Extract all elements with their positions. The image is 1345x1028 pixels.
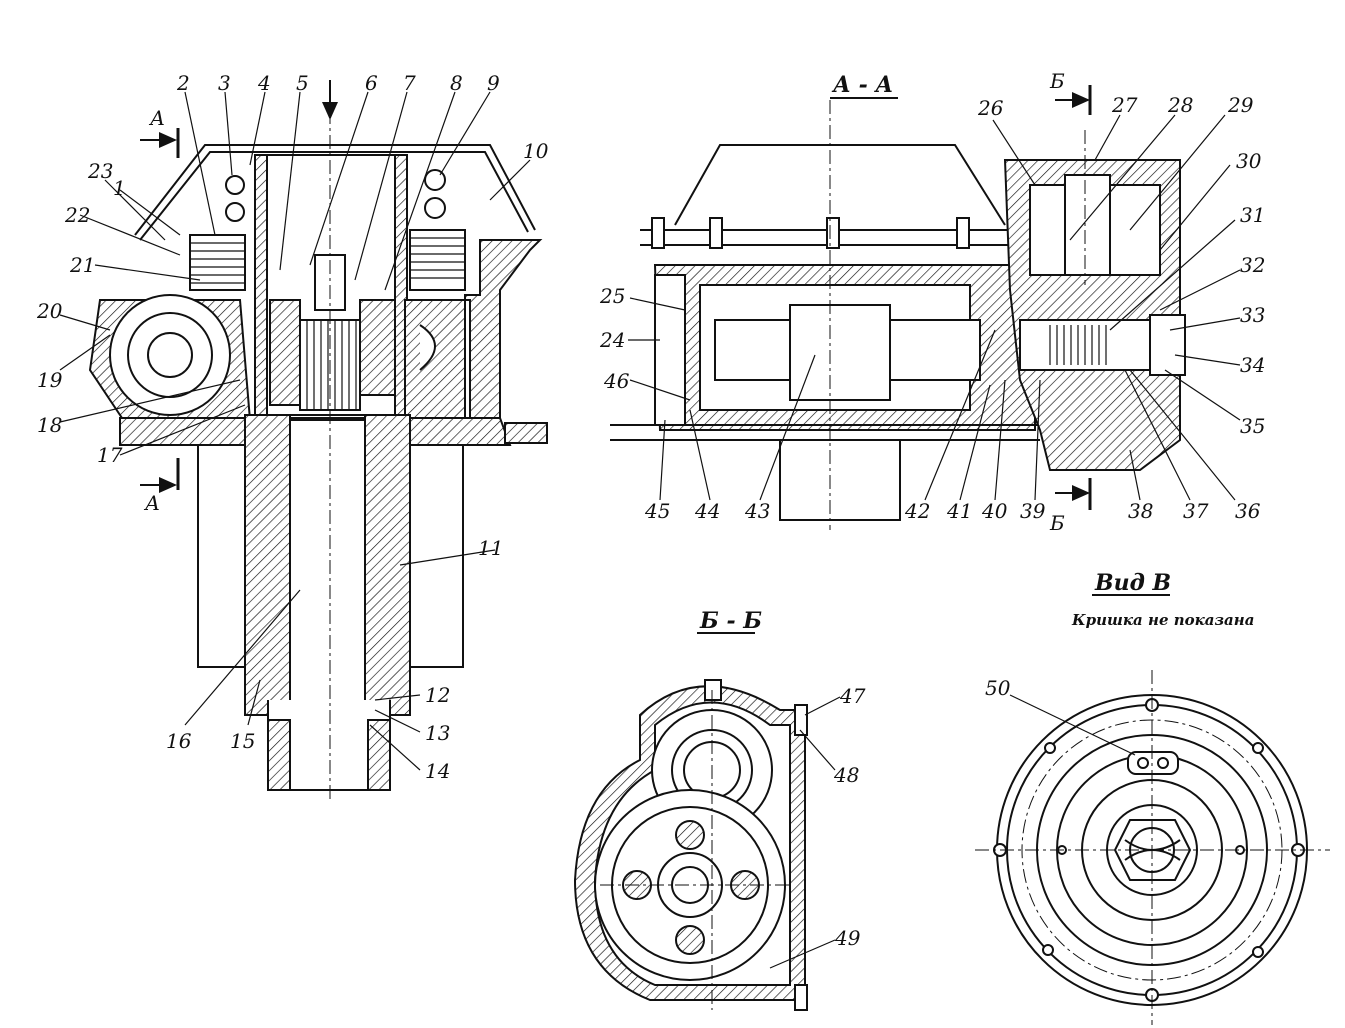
callout-45: 45 — [644, 499, 670, 523]
callout-17: 17 — [97, 443, 123, 467]
callout-22: 22 — [64, 203, 90, 227]
cut-label-b-top: Б — [1049, 69, 1065, 93]
callout-23: 23 — [87, 159, 113, 183]
callout-4: 4 — [257, 71, 271, 95]
callout-43: 43 — [744, 499, 770, 523]
callout-6: 6 — [365, 71, 378, 95]
callout-21: 21 — [69, 253, 95, 277]
callout-44: 44 — [694, 499, 720, 523]
callout-11: 11 — [478, 536, 503, 560]
callout-18: 18 — [37, 413, 62, 437]
leaders-aa — [628, 114, 1241, 501]
callout-numbers: 1 2 3 4 5 6 7 8 9 10 11 12 13 14 15 16 1… — [36, 71, 1265, 950]
callout-25: 25 — [599, 284, 625, 308]
callout-16: 16 — [166, 729, 192, 753]
callout-24: 24 — [599, 328, 625, 352]
callout-12: 12 — [425, 683, 450, 707]
spring-stack-right — [409, 229, 466, 291]
callout-2: 2 — [176, 71, 190, 95]
callout-19: 19 — [37, 368, 63, 392]
callout-35: 35 — [1240, 414, 1265, 438]
callout-9: 9 — [487, 71, 500, 95]
callout-40: 40 — [981, 499, 1008, 523]
callout-7: 7 — [403, 71, 416, 95]
callout-26: 26 — [977, 96, 1004, 120]
callout-38: 38 — [1128, 499, 1153, 523]
callout-3: 3 — [218, 71, 231, 95]
callout-49: 49 — [834, 926, 861, 950]
main-section-view: А А — [59, 80, 548, 800]
callout-48: 48 — [833, 763, 859, 787]
callout-31: 31 — [1240, 203, 1265, 227]
callout-30: 30 — [1236, 149, 1262, 173]
callout-27: 27 — [1111, 93, 1138, 117]
cut-label-a-top: А — [148, 106, 165, 130]
callout-42: 42 — [904, 499, 930, 523]
callout-1: 1 — [113, 176, 126, 200]
callout-15: 15 — [230, 729, 255, 753]
spring-stack-left — [189, 234, 246, 291]
view-v-note: Кришка не показана — [1071, 611, 1254, 629]
pinion-teeth — [1049, 325, 1107, 365]
callout-13: 13 — [425, 721, 450, 745]
view-v-title: Вид В — [1094, 570, 1171, 596]
callout-37: 37 — [1183, 499, 1209, 523]
cover-bolts — [651, 217, 970, 249]
leaders-left — [59, 91, 531, 771]
section-aa-view: А - А — [610, 69, 1241, 535]
callout-5: 5 — [296, 71, 309, 95]
callout-29: 29 — [1227, 93, 1254, 117]
callout-39: 39 — [1020, 499, 1046, 523]
callout-33: 33 — [1240, 303, 1265, 327]
cut-label-b-bottom: Б — [1049, 511, 1065, 535]
callout-14: 14 — [425, 759, 450, 783]
cut-label-a-bottom: А — [143, 491, 160, 515]
callout-10: 10 — [523, 139, 549, 163]
callout-32: 32 — [1240, 253, 1265, 277]
callout-46: 46 — [603, 369, 630, 393]
callout-50: 50 — [985, 676, 1011, 700]
section-aa-title: А - А — [831, 72, 893, 98]
callout-41: 41 — [946, 499, 972, 523]
callout-47: 47 — [839, 684, 866, 708]
section-bb-view: Б - Б — [573, 608, 841, 1011]
callout-36: 36 — [1235, 499, 1261, 523]
section-bb-title: Б - Б — [699, 608, 762, 634]
leaders-bb — [769, 696, 841, 969]
callout-28: 28 — [1167, 93, 1193, 117]
callout-20: 20 — [36, 299, 63, 323]
callout-8: 8 — [450, 71, 463, 95]
callout-34: 34 — [1240, 353, 1265, 377]
view-v: Вид В Кришка не показана — [975, 570, 1330, 1025]
